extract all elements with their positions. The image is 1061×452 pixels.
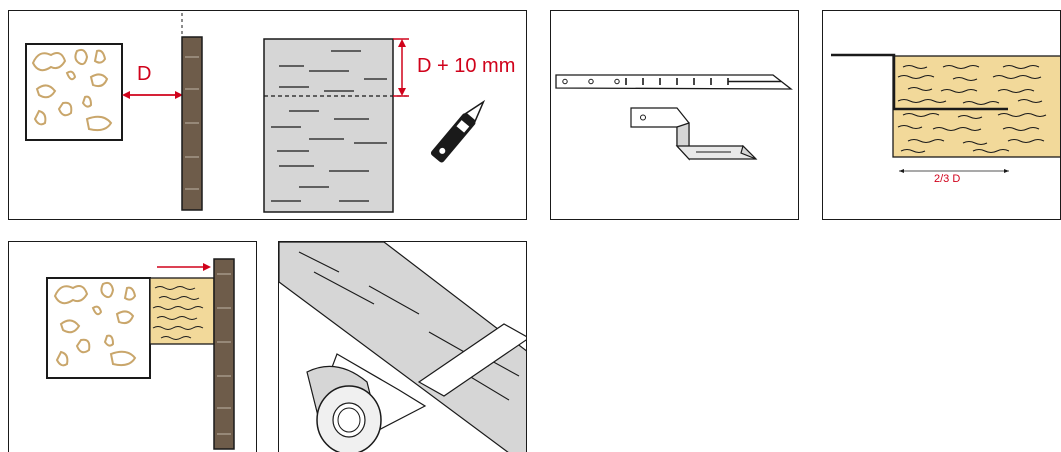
fixing-strip-diagram [555,74,793,161]
bent-bracket [630,107,758,161]
cut-length-label: D + 10 mm [417,55,516,77]
stone-aggregate [31,48,113,132]
fold-line [831,53,1008,111]
measure-diagram [25,13,486,213]
tape-roll-icon [306,365,382,452]
push-arrow [203,263,211,271]
panel-insulation-fold: 2/3 D [822,10,1061,220]
panel-measure-and-cut: D D + 10 mm [8,10,527,220]
overlap-label: 2/3 D [934,173,961,185]
insulation-fill [892,55,1060,158]
distance-label: D [137,63,152,85]
panel-tape-roll [278,241,527,452]
push-insulation-diagram [46,258,235,450]
insulation-piece [149,277,215,345]
panel-push-insulation [8,241,257,452]
panel-fixing-strip [550,10,799,220]
insulation-fold-diagram [831,53,1060,173]
fixing-strip [555,74,793,90]
insulation-board [263,38,394,213]
membrane-strip [279,242,526,452]
utility-knife-icon [430,99,486,163]
tape-roll-diagram [279,242,526,452]
tape-patch [417,323,526,397]
